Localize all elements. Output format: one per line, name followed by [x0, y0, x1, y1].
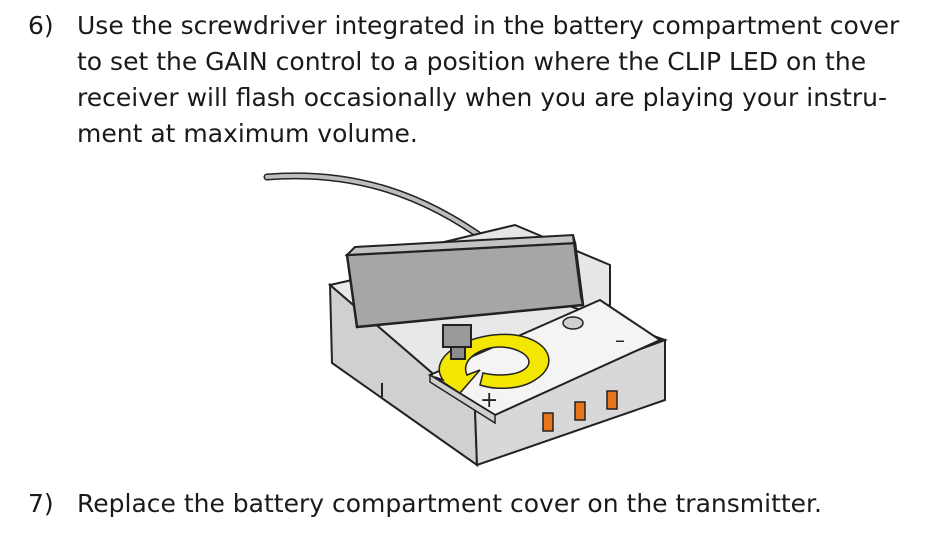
led-indicator — [574, 401, 586, 421]
battery-plus-label: + — [480, 388, 498, 413]
step-text-line: Use the screwdriver integrated in the ba… — [77, 11, 900, 40]
transmitter-illustration: – + — [263, 172, 668, 467]
screwdriver-tip — [442, 324, 472, 348]
step-7: 7) Replace the battery compartment cover… — [28, 486, 928, 526]
gain-control-screw — [562, 316, 584, 330]
step-text: Use the screwdriver integrated in the ba… — [77, 8, 899, 152]
led-indicator — [606, 390, 618, 410]
step-6: 6) Use the screwdriver integrated in the… — [28, 8, 928, 158]
step-number: 6) — [28, 11, 54, 40]
step-text-line: Replace the battery compartment cover on… — [77, 489, 822, 518]
step-text-line: to set the GAIN control to a position wh… — [77, 47, 867, 76]
step-text-line: receiver will flash occasionally when yo… — [77, 83, 888, 112]
battery-minus-label: – — [615, 328, 625, 352]
step-number: 7) — [28, 489, 54, 518]
step-text-line: ment at maximum volume. — [77, 119, 418, 148]
led-indicator — [542, 412, 554, 432]
step-text: Replace the battery compartment cover on… — [77, 486, 822, 522]
